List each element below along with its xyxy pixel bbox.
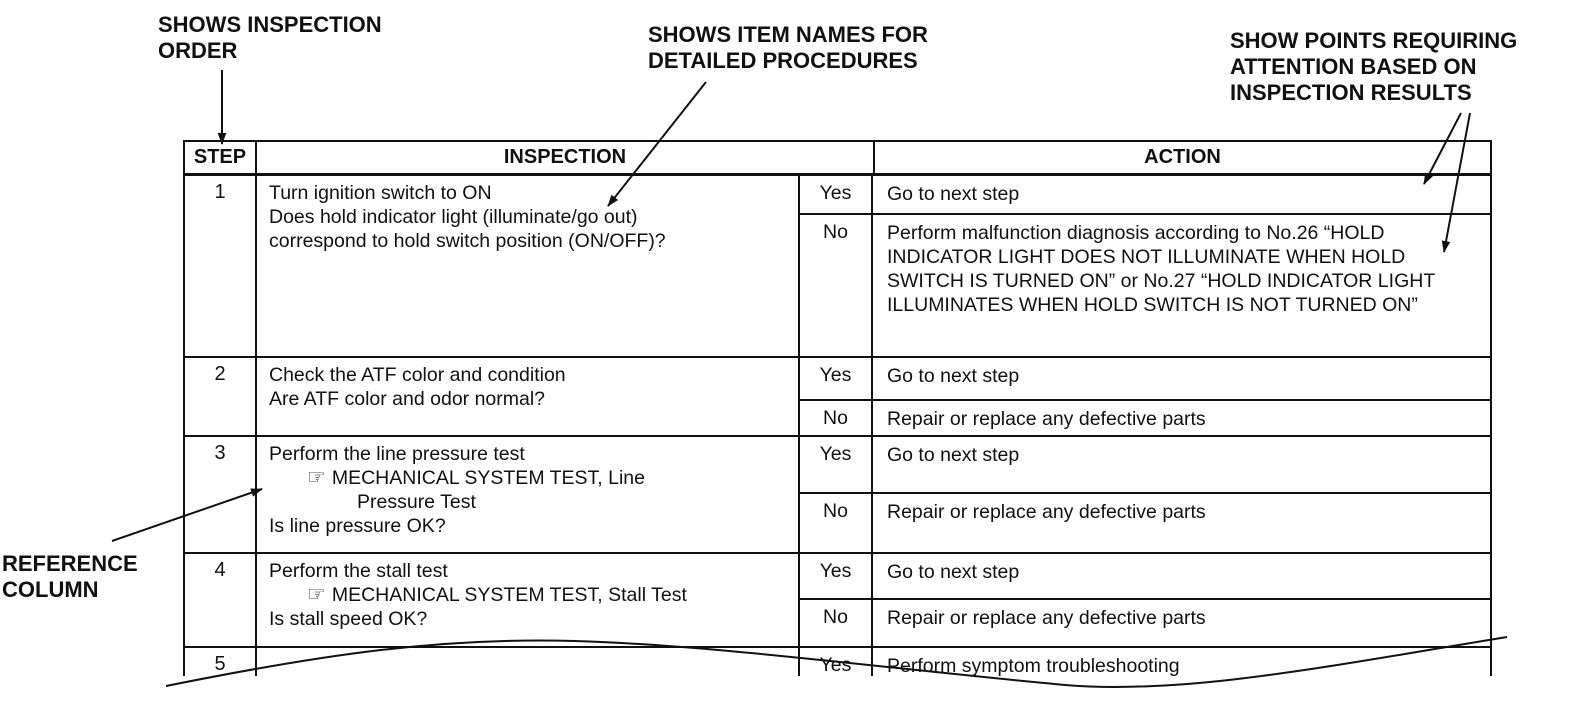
reference-icon: ☞ xyxy=(307,583,326,606)
result-subrow: No Repair or replace any defective parts xyxy=(800,600,1490,646)
header-action: ACTION xyxy=(1144,146,1221,168)
result-subrow: Yes Go to next step xyxy=(800,176,1490,215)
table-row: 3 Perform the line pressure test ☞MECHAN… xyxy=(185,437,1490,554)
inspection-cell: Turn ignition switch to ON Does hold ind… xyxy=(257,176,800,356)
action-cell: Repair or replace any defective parts xyxy=(887,408,1206,430)
result-subrow: No Perform malfunction diagnosis accordi… xyxy=(800,215,1490,356)
action-cell: Repair or replace any defective parts xyxy=(887,607,1206,629)
reference-icon: ☞ xyxy=(307,466,326,489)
action-cell: Go to next step xyxy=(887,444,1020,466)
inspection-line: Perform the stall test xyxy=(269,560,448,582)
result-subrow: Yes Go to next step xyxy=(800,358,1490,401)
troubleshooting-table: STEP INSPECTION ACTION 1 Turn ignition s… xyxy=(183,140,1492,677)
result-subrow: No Repair or replace any defective parts xyxy=(800,494,1490,552)
inspection-line: ☞MECHANICAL SYSTEM TEST, Stall Test xyxy=(269,583,790,607)
inspection-line: Turn ignition switch to ON xyxy=(269,182,492,204)
table-row: 4 Perform the stall test ☞MECHANICAL SYS… xyxy=(185,554,1490,648)
result-label: No xyxy=(800,600,873,646)
step-cell: 4 xyxy=(185,554,257,646)
table-row: 5 Yes Perform symptom troubleshooting xyxy=(185,648,1490,677)
annotation-reference-column: REFERENCE COLUMN xyxy=(2,551,138,602)
inspection-line: ☞MECHANICAL SYSTEM TEST, Line xyxy=(269,466,790,490)
result-subrow: Yes Go to next step xyxy=(800,437,1490,494)
inspection-cell xyxy=(257,648,800,676)
result-label: No xyxy=(800,401,873,435)
result-subrow: No Repair or replace any defective parts xyxy=(800,401,1490,435)
step-cell: 5 xyxy=(185,648,257,676)
annotation-inspection-order: SHOWS INSPECTION ORDER xyxy=(158,12,382,63)
table-row: 2 Check the ATF color and condition Are … xyxy=(185,358,1490,437)
action-cell: Go to next step xyxy=(887,561,1020,583)
annotation-item-names: SHOWS ITEM NAMES FOR DETAILED PROCEDURES xyxy=(648,22,928,73)
header-step: STEP xyxy=(185,142,257,173)
action-cell: Perform malfunction diagnosis according … xyxy=(887,222,1435,316)
inspection-line: Pressure Test xyxy=(357,491,476,513)
step-cell: 3 xyxy=(185,437,257,552)
result-label: Yes xyxy=(800,554,873,598)
header-inspection: INSPECTION xyxy=(257,142,875,173)
inspection-cell: Check the ATF color and condition Are AT… xyxy=(257,358,800,435)
inspection-line: Check the ATF color and condition xyxy=(269,364,566,386)
inspection-line: correspond to hold switch position (ON/O… xyxy=(269,230,666,252)
inspection-line: Does hold indicator light (illuminate/go… xyxy=(269,206,638,228)
inspection-line: Is stall speed OK? xyxy=(269,608,428,630)
result-subrow: Yes Perform symptom troubleshooting xyxy=(800,648,1490,677)
action-cell: Go to next step xyxy=(887,183,1020,205)
inspection-cell: Perform the line pressure test ☞MECHANIC… xyxy=(257,437,800,552)
result-label: Yes xyxy=(800,176,873,213)
result-label: Yes xyxy=(800,648,873,676)
inspection-cell: Perform the stall test ☞MECHANICAL SYSTE… xyxy=(257,554,800,646)
action-cell: Go to next step xyxy=(887,365,1020,387)
inspection-line: Perform the line pressure test xyxy=(269,443,525,465)
result-label: No xyxy=(800,494,873,552)
result-label: Yes xyxy=(800,358,873,399)
annotation-attention-points: SHOW POINTS REQUIRING ATTENTION BASED ON… xyxy=(1230,28,1518,105)
result-label: No xyxy=(800,215,873,356)
result-label: Yes xyxy=(800,437,873,492)
reference-text: MECHANICAL SYSTEM TEST, Line xyxy=(331,467,645,489)
table-header-row: STEP INSPECTION ACTION xyxy=(185,142,1490,176)
result-subrow: Yes Go to next step xyxy=(800,554,1490,600)
step-cell: 2 xyxy=(185,358,257,435)
step-cell: 1 xyxy=(185,176,257,356)
action-cell: Repair or replace any defective parts xyxy=(887,501,1206,523)
action-cell: Perform symptom troubleshooting xyxy=(887,655,1180,677)
inspection-line: Is line pressure OK? xyxy=(269,515,446,537)
reference-text: MECHANICAL SYSTEM TEST, Stall Test xyxy=(331,584,687,606)
table-row: 1 Turn ignition switch to ON Does hold i… xyxy=(185,176,1490,358)
inspection-line: Are ATF color and odor normal? xyxy=(269,388,546,410)
